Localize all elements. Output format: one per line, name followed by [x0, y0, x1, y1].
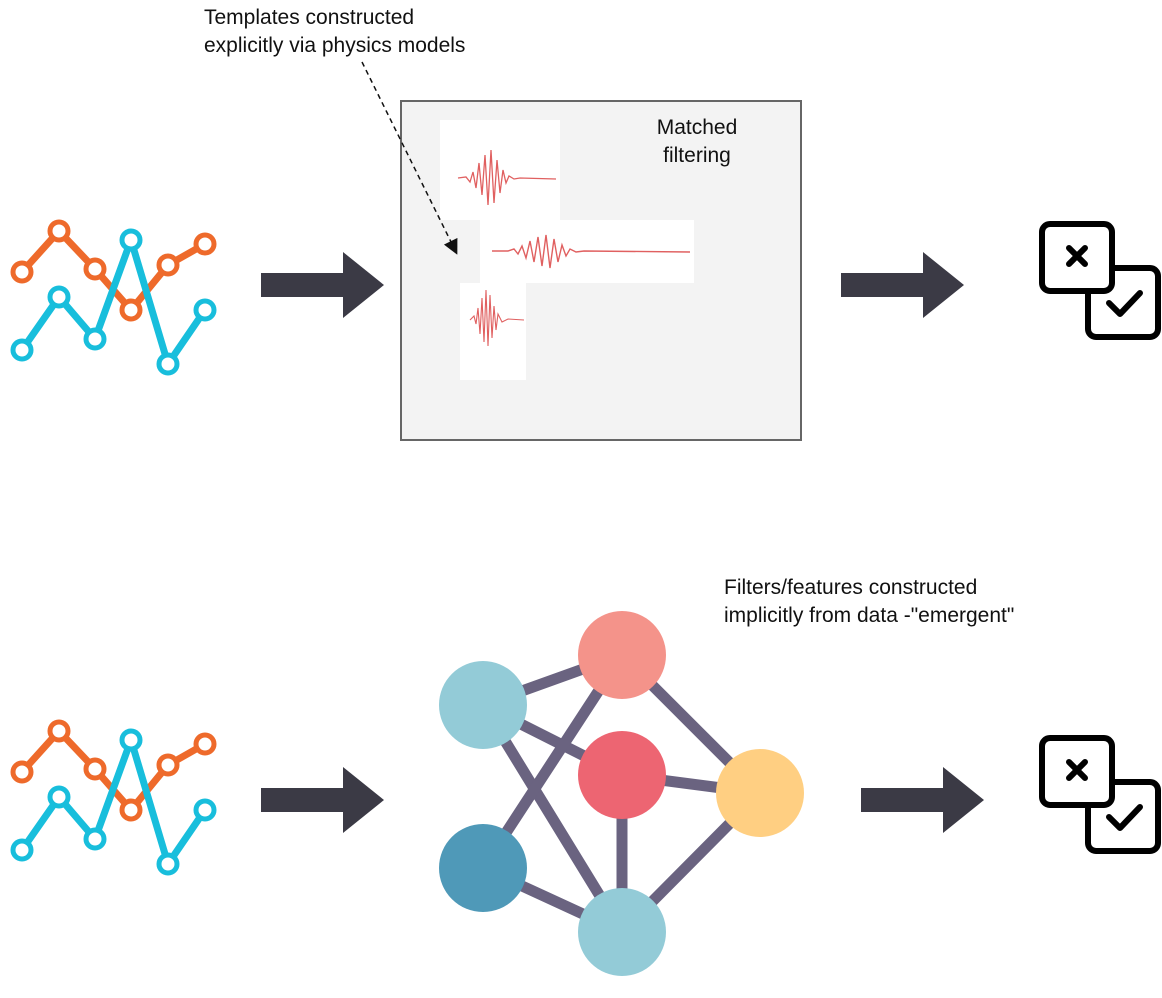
neural-network-icon	[439, 611, 804, 976]
right-arrow-icon	[841, 252, 964, 318]
matched-filtering-line-1: Matched	[656, 116, 738, 139]
waveform-template-3	[460, 283, 526, 380]
network-node	[578, 731, 666, 819]
templates-note: Templates constructed explicitly via phy…	[204, 4, 465, 60]
checkbox-x-check-icon	[1039, 735, 1161, 854]
right-arrow-icon	[261, 767, 384, 833]
features-note-line-1: Filters/features constructed	[724, 576, 978, 599]
network-node	[578, 888, 666, 976]
waveform-icon	[457, 149, 557, 206]
features-note-line-2: implicitly from data -"emergent"	[724, 604, 1015, 627]
waveform-template-2	[480, 220, 694, 283]
timeseries-icon-top	[10, 219, 217, 376]
line-chart-icon	[10, 719, 217, 876]
network-node	[439, 661, 527, 749]
network-node	[439, 824, 527, 912]
line-chart-icon	[10, 219, 217, 376]
network-node	[578, 611, 666, 699]
right-arrow-icon	[261, 252, 384, 318]
timeseries-icon-bottom	[10, 719, 217, 876]
matched-filtering-label: Matched filtering	[640, 114, 754, 170]
network-node	[716, 749, 804, 837]
features-note: Filters/features constructed implicitly …	[724, 574, 1014, 630]
templates-note-line-2: explicitly via physics models	[204, 34, 466, 57]
right-arrow-icon	[861, 767, 984, 833]
waveform-template-1	[440, 120, 560, 220]
checkbox-x-check-icon	[1039, 221, 1161, 340]
waveform-icon	[492, 234, 691, 269]
templates-note-line-1: Templates constructed	[204, 6, 415, 29]
matched-filtering-line-2: filtering	[663, 144, 731, 167]
waveform-icon	[469, 289, 525, 347]
